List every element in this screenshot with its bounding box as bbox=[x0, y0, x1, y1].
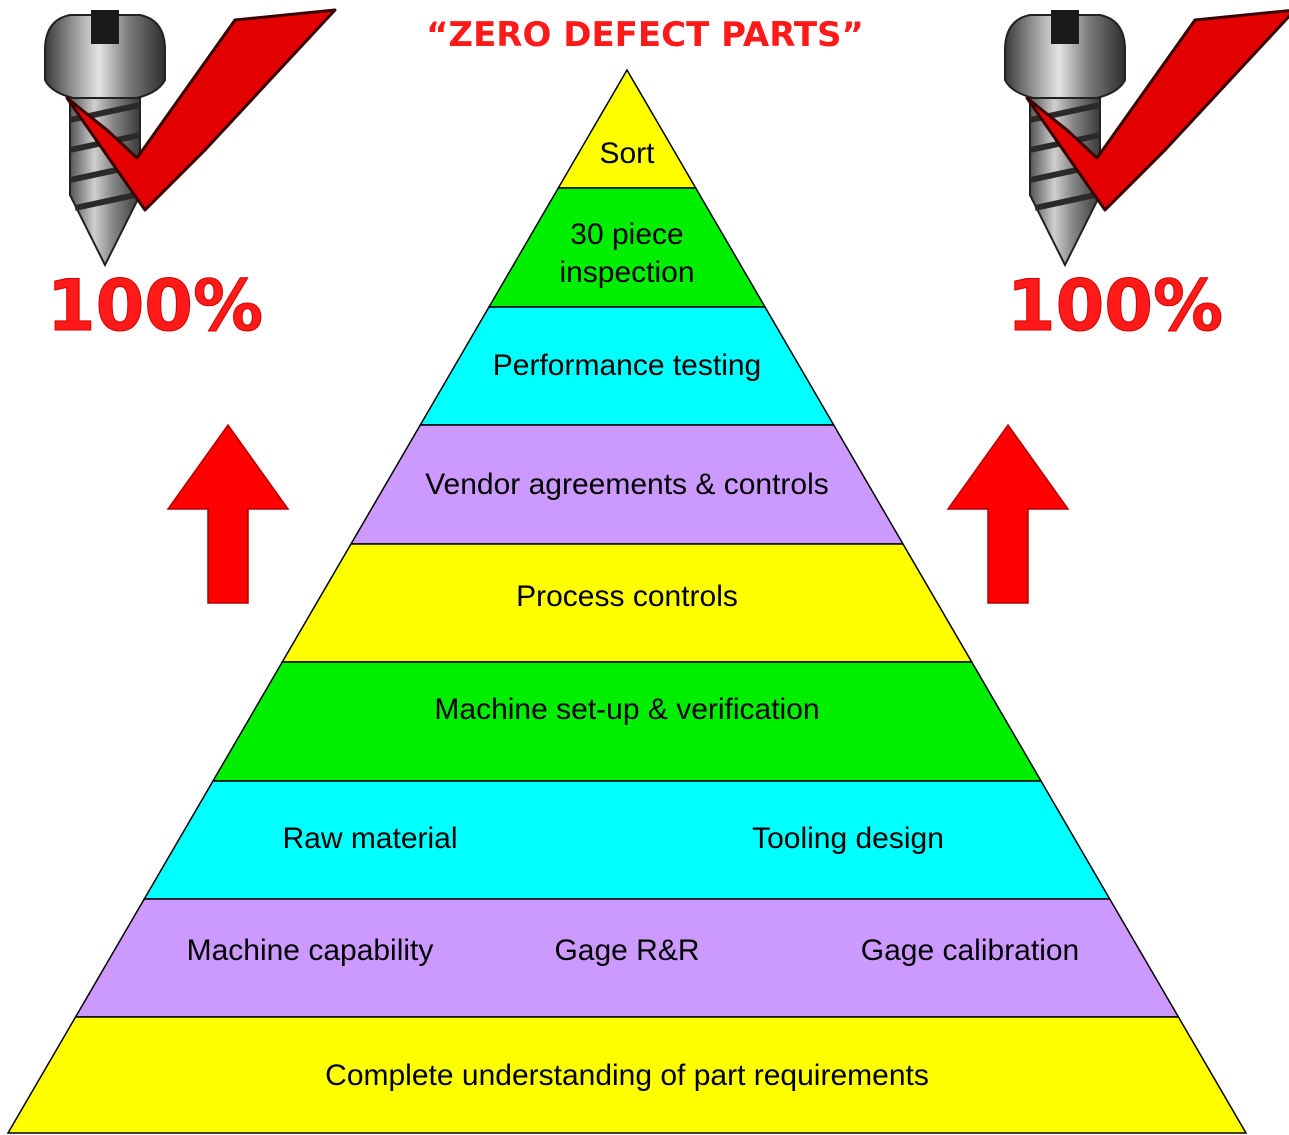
pyramid-tier-9 bbox=[6, 1016, 1248, 1134]
left-screw-badge: 100% bbox=[45, 10, 335, 348]
tier-label: Performance testing bbox=[493, 349, 761, 382]
tier-label: Machine set-up & verification bbox=[434, 693, 819, 726]
pyramid-tier-1 bbox=[556, 68, 698, 189]
tier-label: Vendor agreements & controls bbox=[425, 468, 829, 501]
screw-checkmark-icon bbox=[1005, 10, 1289, 265]
tier-label: Tooling design bbox=[752, 822, 944, 855]
left-percent-label: 100% bbox=[47, 265, 263, 347]
tier-label: 30 piece bbox=[570, 218, 683, 251]
tier-label: Raw material bbox=[282, 822, 457, 855]
page-title: “ZERO DEFECT PARTS” bbox=[426, 15, 864, 55]
right-percent-label: 100% bbox=[1007, 265, 1223, 347]
tier-label: Sort bbox=[599, 137, 655, 170]
tier-label: inspection bbox=[559, 256, 694, 289]
screw-checkmark-icon bbox=[45, 10, 335, 265]
tier-label: Machine capability bbox=[187, 934, 434, 967]
right-screw-badge: 100% bbox=[1005, 10, 1289, 348]
up-arrow-icon bbox=[947, 424, 1069, 604]
tier-label: Gage calibration bbox=[861, 934, 1079, 967]
up-arrow-icon bbox=[167, 424, 289, 604]
tier-label: Gage R&R bbox=[554, 934, 699, 967]
tier-label: Process controls bbox=[516, 580, 738, 613]
tier-label: Complete understanding of part requireme… bbox=[325, 1059, 929, 1092]
